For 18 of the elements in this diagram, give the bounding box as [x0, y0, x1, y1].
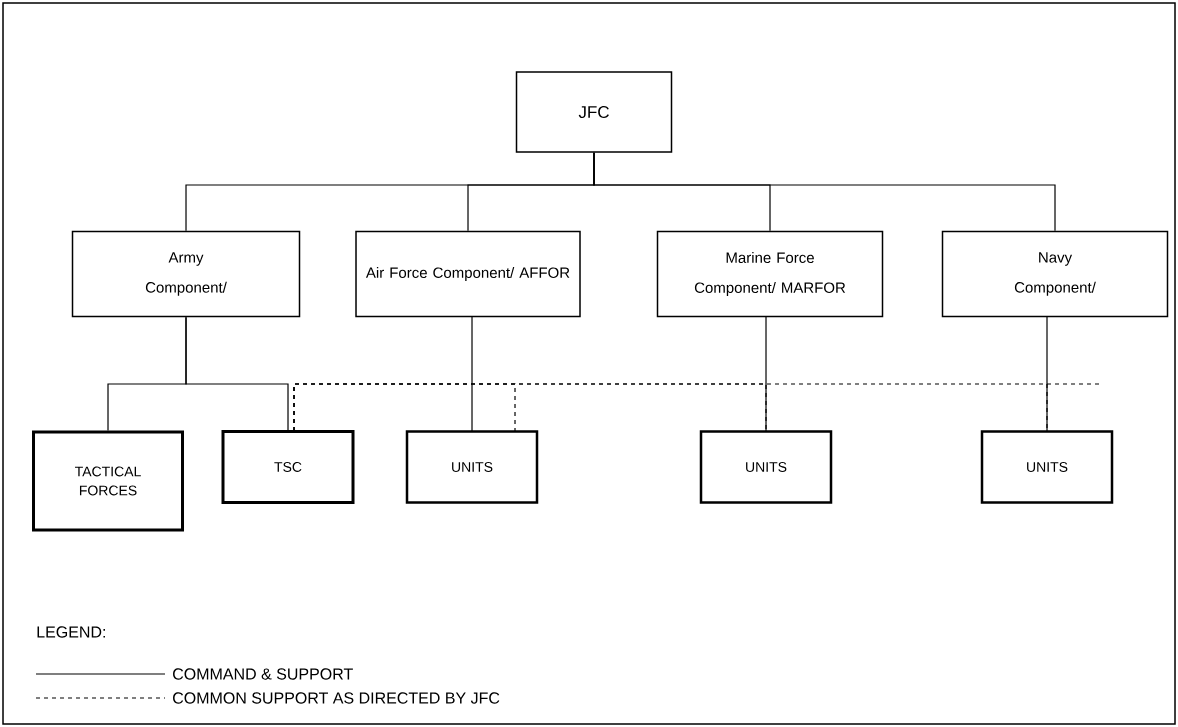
connector-line [593, 152, 1056, 232]
unit-box: UNITS [980, 430, 1114, 504]
unit-box: UNITS [405, 430, 539, 504]
component-box: Air Force Component/ AFFOR [355, 230, 581, 318]
unit-box: TACTICAL FORCES [32, 430, 184, 532]
component-box: Army Component/ [71, 230, 301, 318]
legend-text: COMMAND & SUPPORT [173, 668, 353, 680]
unit-box: TSC [221, 430, 355, 504]
component-box: Navy Component/ [941, 230, 1169, 318]
connector-line [765, 315, 767, 432]
connector-line [471, 315, 473, 432]
connector-line [185, 316, 289, 431]
command-box: JFC [515, 71, 673, 153]
legend-heading: LEGEND: [37, 626, 105, 638]
legend-text: COMMON SUPPORT AS DIRECTED BY JFC [173, 692, 500, 704]
unit-box: UNITS [699, 430, 833, 504]
component-box: Marine Force Component/ MARFOR [656, 230, 884, 318]
connector-line [1046, 315, 1048, 432]
